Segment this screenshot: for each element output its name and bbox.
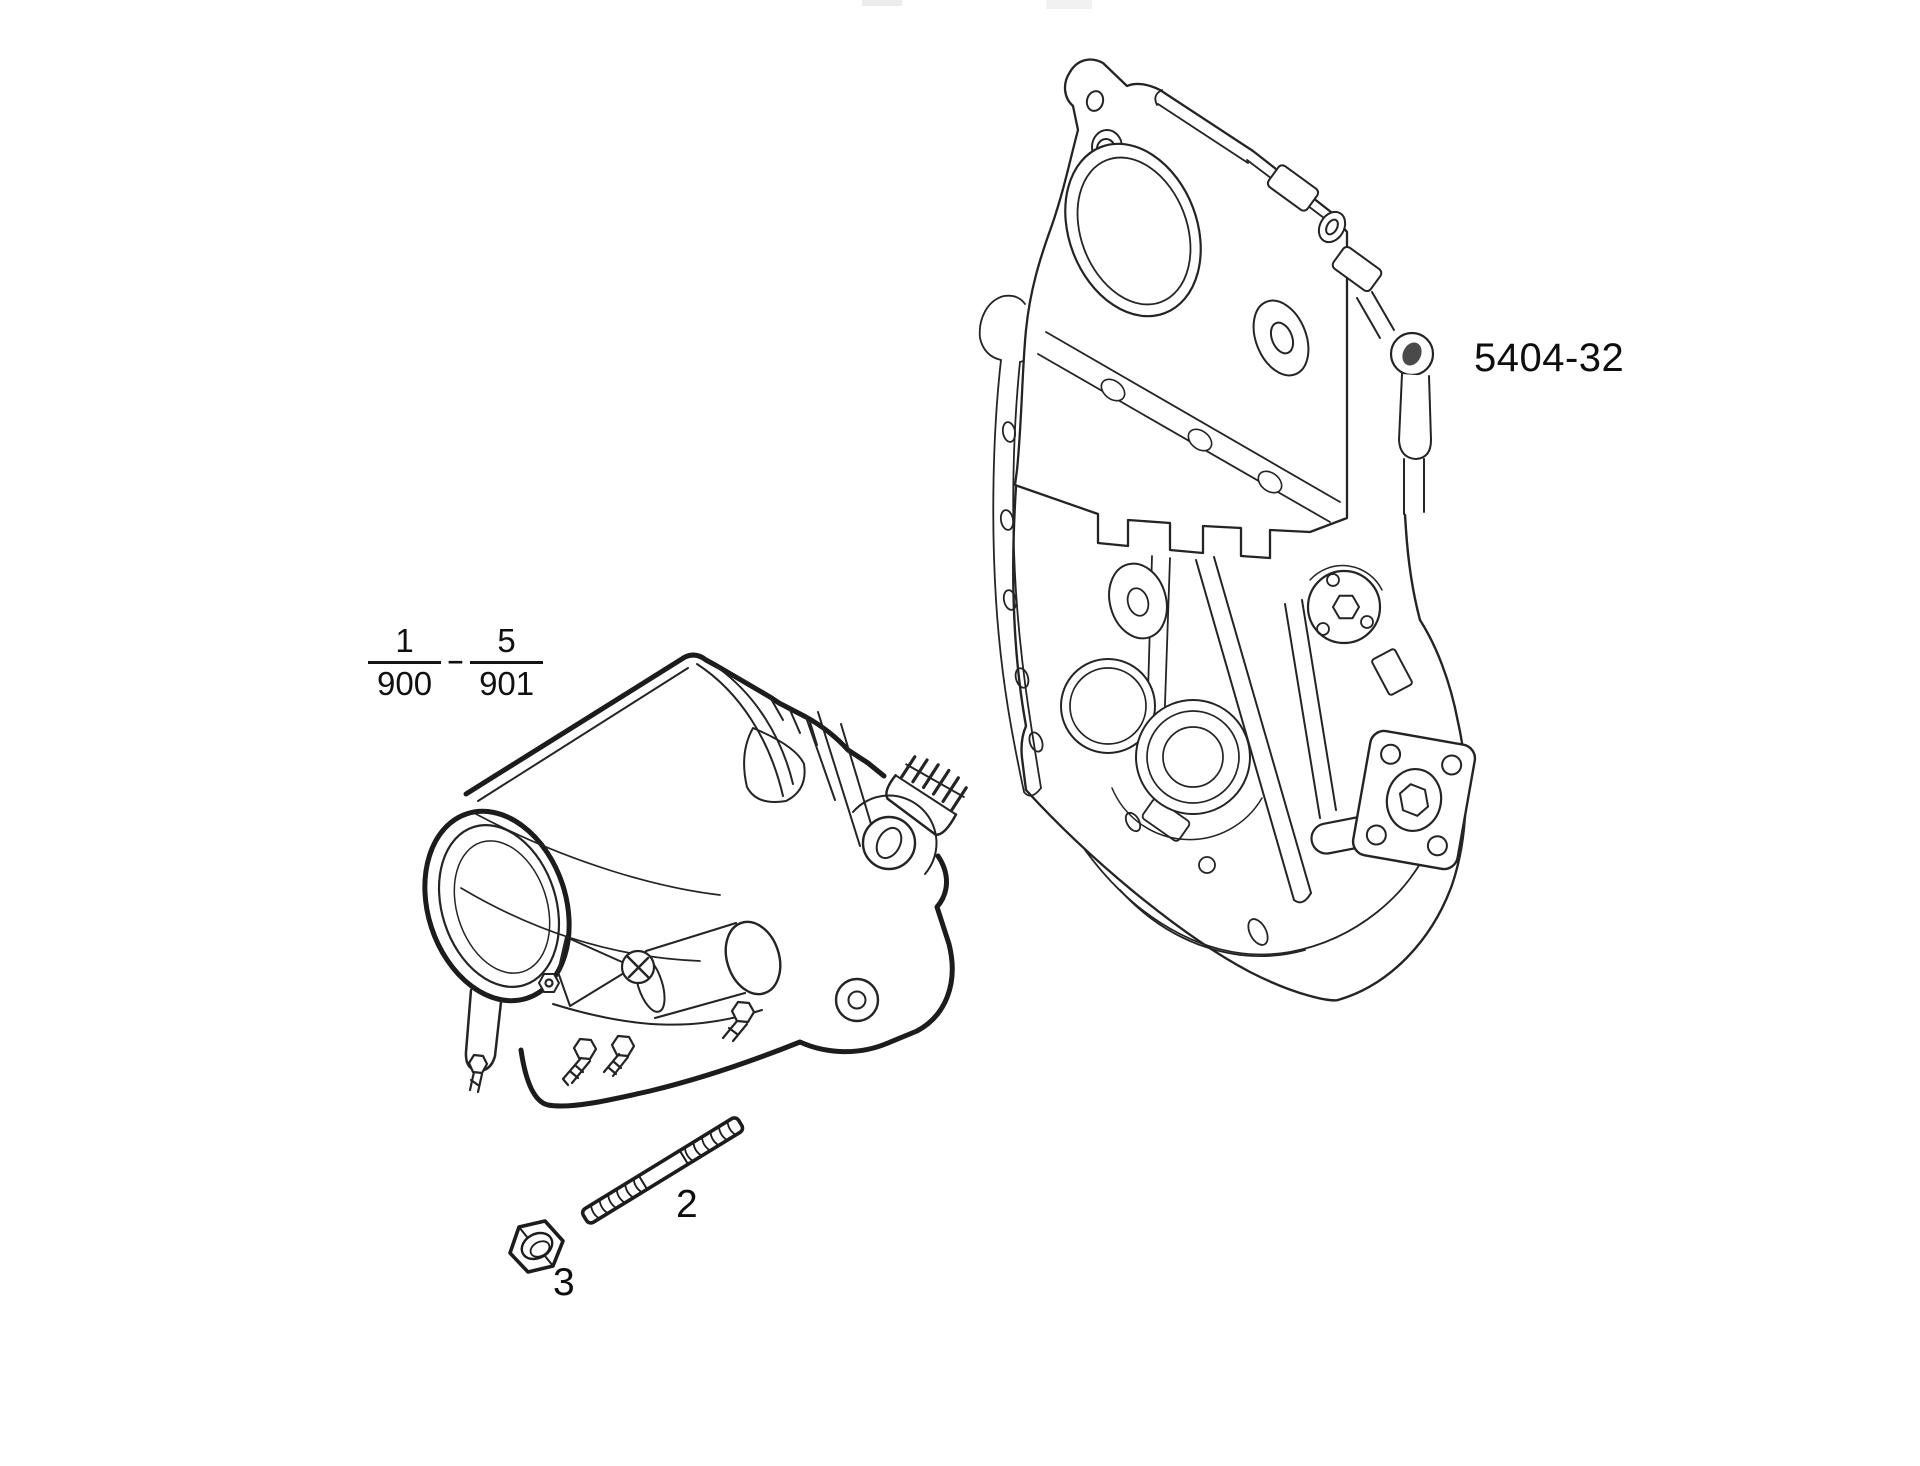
stud-drawing xyxy=(580,1116,745,1225)
starter-motor-drawing xyxy=(422,652,968,1109)
support-bars xyxy=(1195,556,1337,904)
drive-end-housing xyxy=(743,711,938,1023)
scan-artifact xyxy=(862,0,902,6)
fraction-bar xyxy=(368,660,442,664)
starter-mounting-pad xyxy=(1351,729,1477,871)
hex-nut-drawing xyxy=(508,1219,565,1274)
bolt-boss-chain xyxy=(1266,164,1435,515)
to-numerator: 5 xyxy=(497,622,516,659)
pinion-gear-icon xyxy=(885,755,968,836)
to-denominator: 901 xyxy=(479,664,535,702)
front-bracket-and-screws xyxy=(467,936,756,1094)
accessory-pad xyxy=(1306,564,1413,696)
end-cap-rings xyxy=(437,667,689,1073)
applicability-from-fraction: 1 900 xyxy=(368,622,442,702)
applicability-range: 1 900 - 5 901 xyxy=(368,622,544,702)
applicability-to-fraction: 5 901 xyxy=(470,622,544,702)
from-numerator: 1 xyxy=(395,622,414,659)
timing-cover-plate xyxy=(1013,58,1349,560)
callout-number-3: 3 xyxy=(553,1261,575,1304)
figure-code-label: 5404-32 xyxy=(1474,336,1625,380)
callout-number-2: 2 xyxy=(676,1183,698,1226)
applicability-separator: - xyxy=(446,640,465,678)
crankshaft-openings xyxy=(1060,562,1263,841)
fraction-bar xyxy=(470,660,544,664)
starter-silhouette xyxy=(422,652,955,1109)
from-denominator: 900 xyxy=(377,664,433,702)
collar-cone xyxy=(696,663,836,801)
flywheel-housing-drawing xyxy=(978,58,1477,1002)
scan-artifact xyxy=(1046,0,1092,9)
